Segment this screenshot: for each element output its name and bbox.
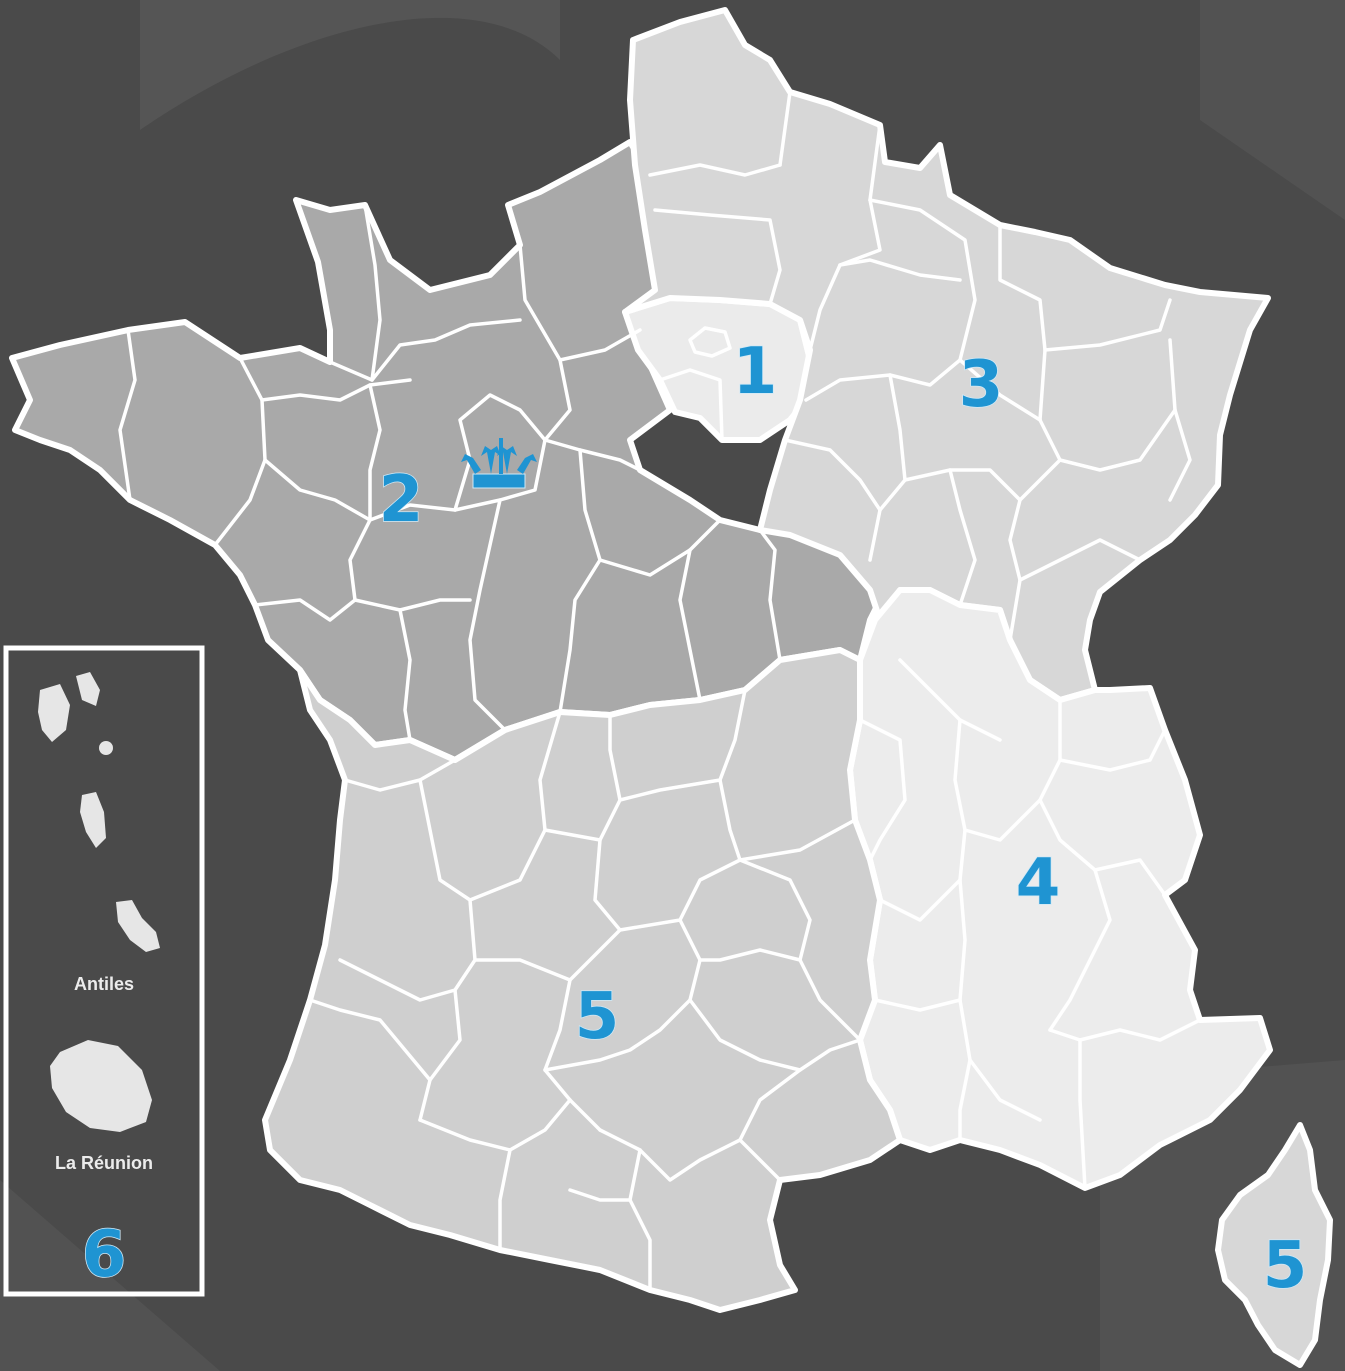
antilles-islands[interactable]: [38, 672, 160, 952]
reunion-island[interactable]: [50, 1040, 152, 1132]
corsica-area[interactable]: [1215, 1122, 1333, 1368]
paris-detail: [658, 326, 732, 442]
crown-icon: [461, 438, 537, 489]
region-number-1: 1: [733, 335, 778, 409]
department-borders: [118, 90, 1202, 1292]
zone-3-area[interactable]: [622, 7, 1271, 703]
reunion-label: La Réunion: [55, 1153, 153, 1173]
region-number-5: 5: [575, 980, 620, 1054]
zone-5-area[interactable]: [262, 647, 903, 1313]
region-number-6: 6: [82, 1218, 127, 1292]
region-number-3: 3: [959, 348, 1004, 422]
antilles-label: Antiles: [74, 974, 134, 994]
region-number-2: 2: [379, 463, 424, 537]
region-number-5-corsica: 5: [1263, 1229, 1308, 1303]
overseas-inset-frame: [3, 645, 205, 1297]
region-number-4: 4: [1016, 846, 1061, 920]
